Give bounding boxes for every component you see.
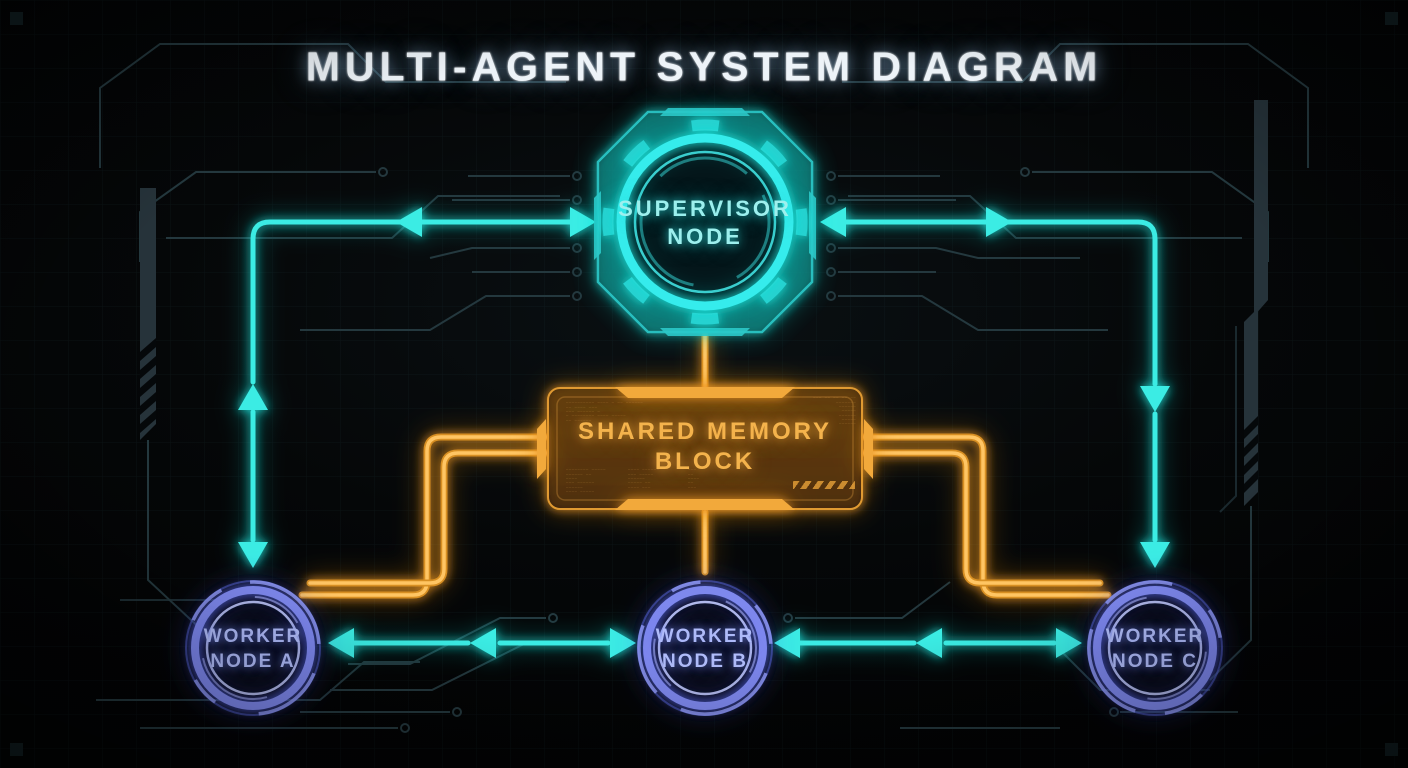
supervisor-node <box>594 108 816 336</box>
shared-memory-block <box>537 387 873 510</box>
